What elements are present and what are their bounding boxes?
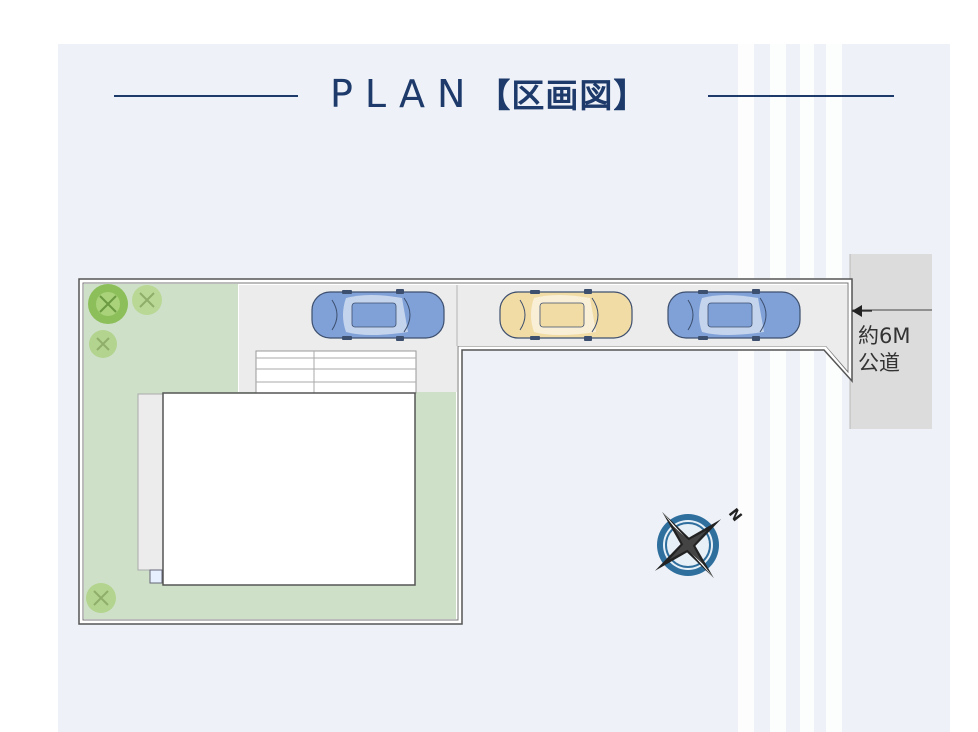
public-road [850,254,932,429]
title-main: PLAN [330,72,478,116]
background-stripes [738,44,842,732]
tree-icon [89,330,117,358]
side-path [137,393,164,571]
title-sub: 【区画図】 [477,76,648,115]
house-footprint [162,392,416,586]
page-title: PLAN【区画図】 [330,66,647,122]
tree-icon [132,285,162,315]
tree-icon [88,284,128,324]
road-type-label: 公道 [858,351,900,375]
car-icon [667,289,801,341]
entrance-steps [255,350,417,394]
car-icon [499,289,633,341]
title-line-left [114,95,298,97]
title-line-right [708,95,894,97]
tree-icon [86,583,116,613]
road-arrow-icon [852,305,872,317]
road-label: 約6M 公道 [858,323,938,377]
car-icon [311,289,445,341]
road-width-label: 約6M [858,324,911,348]
utility-box [149,569,163,584]
